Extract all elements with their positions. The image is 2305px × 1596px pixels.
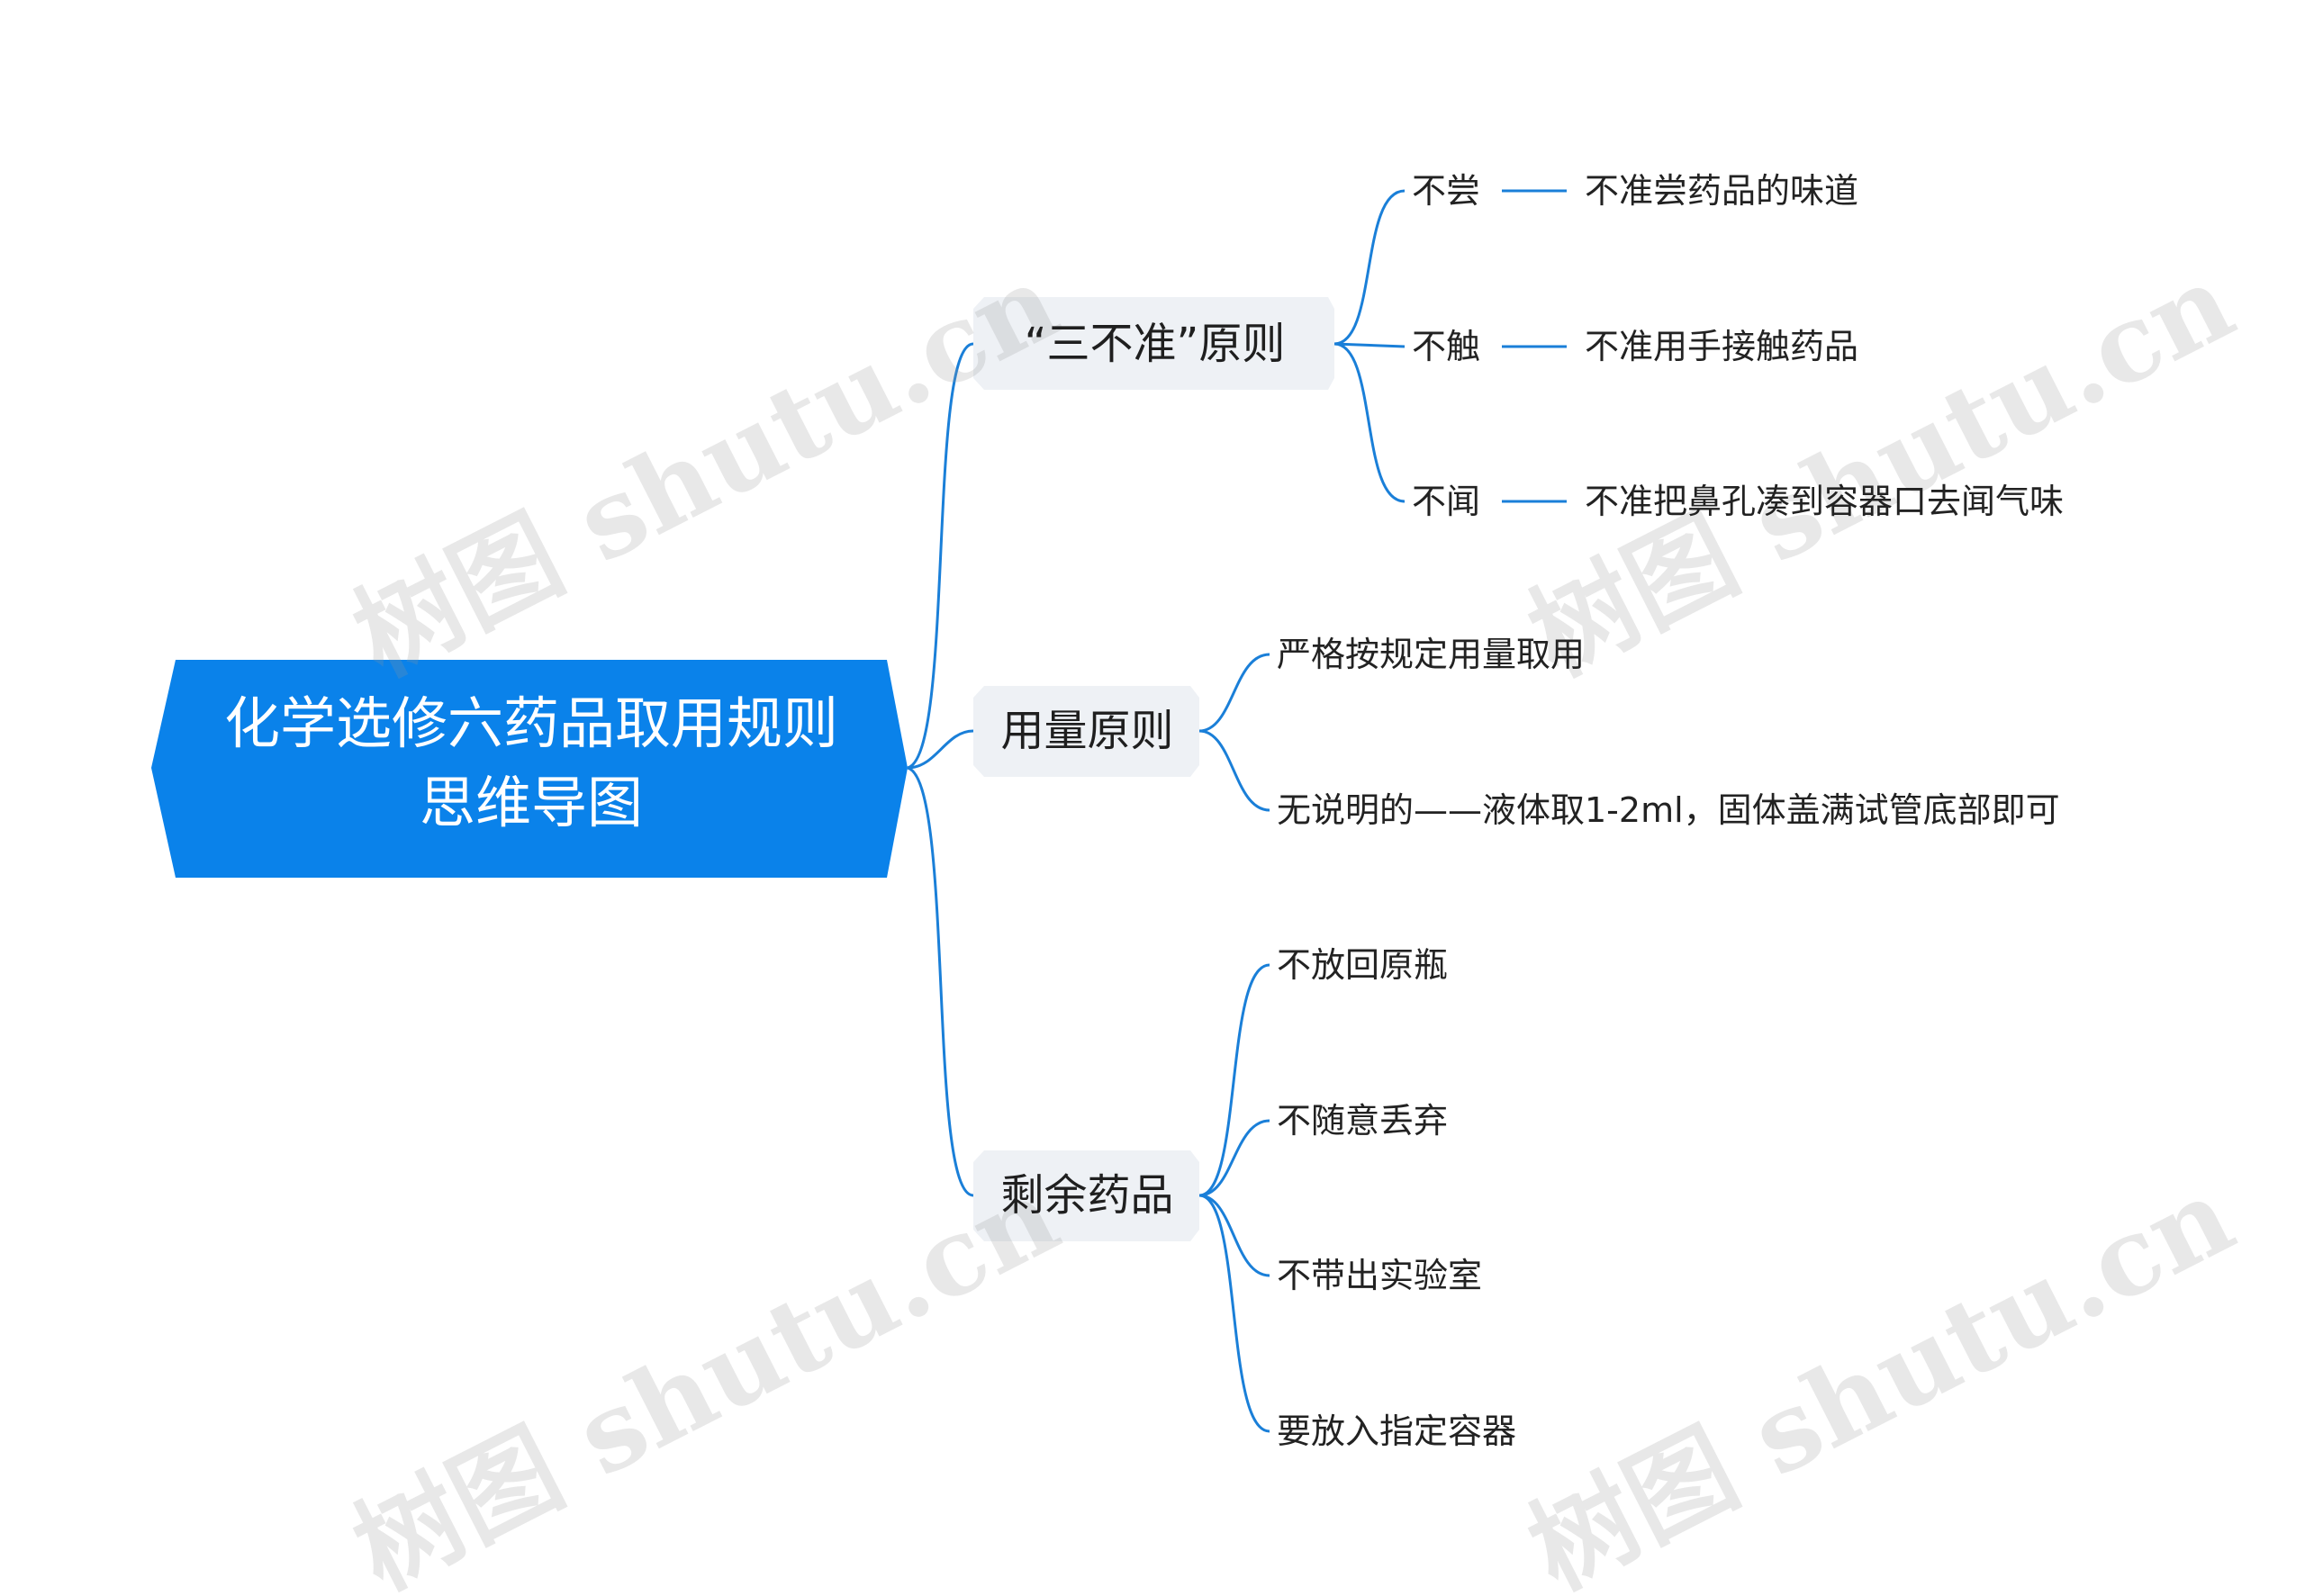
connector-root-branch-3 [907,766,974,1197]
root-title-line-1: 化学选修六药品取用规则 [223,690,838,756]
leaf-node[interactable]: 不触 [1412,327,1481,366]
leaf-node[interactable]: 不准把鼻孔凑到容器口去闻气味 [1585,482,2065,521]
leaf-node[interactable]: 严格按规定用量取用 [1277,635,1586,674]
connector-b3-c2 [1198,1119,1270,1197]
connector-b2-c2 [1198,729,1270,812]
connector-b1-c2 [1333,342,1406,348]
root-title-line-2: 思维导图 [419,770,643,835]
leaf-node[interactable]: 不随意丢弃 [1277,1101,1449,1141]
branch-node-shape-1[interactable] [973,297,1334,390]
connector-b3-c4 [1198,1194,1270,1433]
leaf-node[interactable]: 不准尝药品的味道 [1585,171,1859,211]
branch-node-shape-2[interactable] [973,686,1199,777]
leaf-node[interactable]: 不放回原瓶 [1277,945,1449,985]
connector-b2-c1 [1198,653,1270,733]
branch-node-label[interactable]: 用量原则 [1000,706,1174,756]
leaf-node[interactable]: 不带出实验室 [1277,1256,1483,1295]
leaf-node[interactable]: 不准用手接触药品 [1585,327,1859,366]
connector-b1-c3 [1333,342,1406,503]
branch-node-label[interactable]: 剩余药品 [1000,1170,1174,1221]
connector-root-branch-2 [907,729,974,770]
root-node[interactable]: 化学选修六药品取用规则 思维导图 [162,684,900,843]
branch-node-label[interactable]: “三不准”原则 [1024,319,1286,369]
connector-b1-c1 [1333,189,1406,346]
leaf-node[interactable]: 无说明的——液体取1-2ml，固体盖满试管底部即可 [1277,790,2060,830]
connector-root-branch-1 [907,342,974,770]
connector-b3-c1 [1198,963,1270,1197]
leaf-node[interactable]: 要放入指定容器 [1277,1411,1517,1451]
root-node-shape[interactable] [151,660,908,878]
branch-node-shape-3[interactable] [973,1150,1199,1241]
leaf-node[interactable]: 不尝 [1412,171,1481,211]
leaf-node[interactable]: 不闻 [1412,482,1481,521]
connector-b3-c3 [1198,1194,1270,1277]
